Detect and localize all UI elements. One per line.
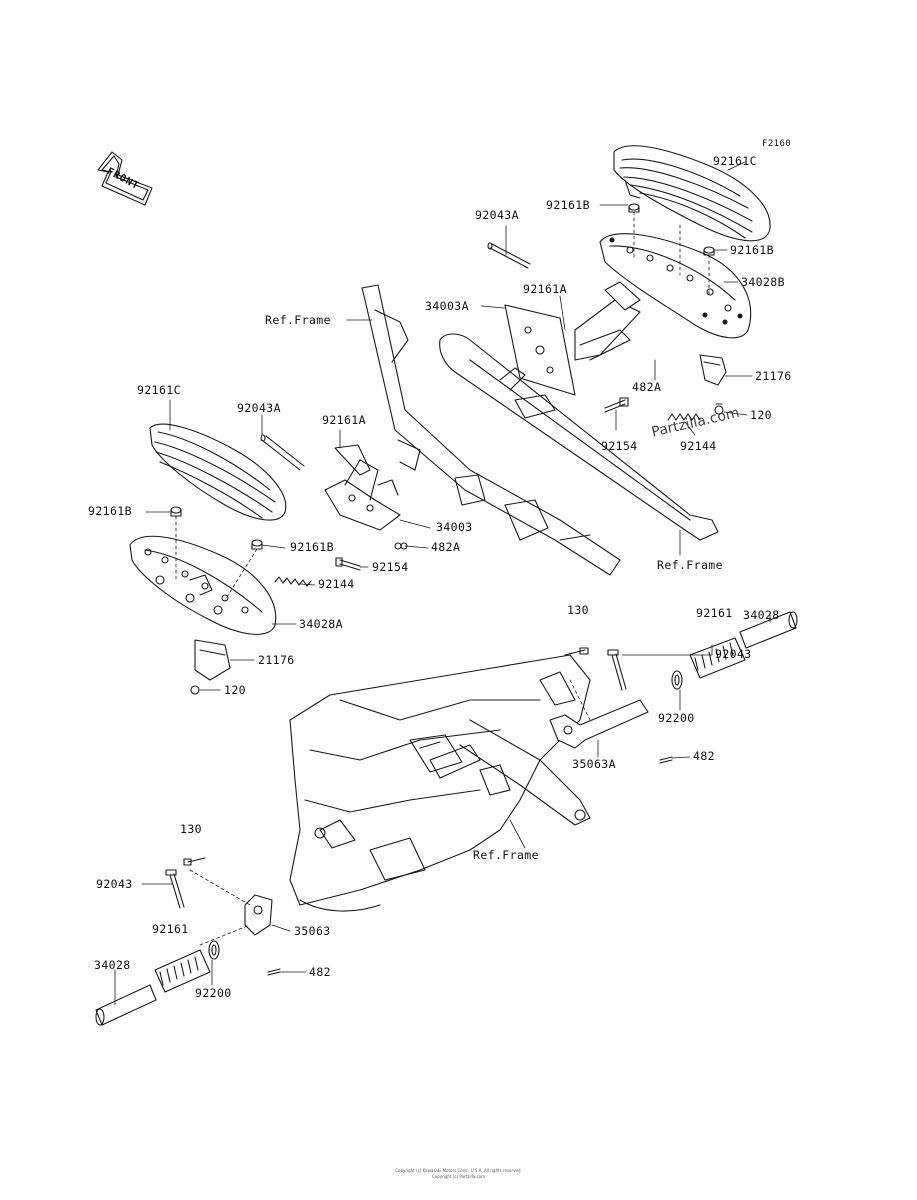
part-label-35063A: 35063A bbox=[572, 757, 616, 771]
right-pin-92043A bbox=[487, 242, 531, 269]
part-label-92161B-top: 92161B bbox=[546, 198, 590, 212]
part-label-92043-right: 92043 bbox=[715, 647, 752, 661]
front-arrow-icon bbox=[97, 151, 153, 206]
left-footpeg-holder-35063 bbox=[244, 894, 273, 936]
right-footpeg-holder-35063A bbox=[549, 699, 649, 749]
part-label-92161A-left: 92161A bbox=[322, 413, 366, 427]
right-spring-92144 bbox=[667, 413, 701, 421]
part-label-92161C-left: 92161C bbox=[137, 383, 181, 397]
left-bolt-92154 bbox=[335, 557, 361, 571]
part-label-482-left: 482 bbox=[309, 965, 331, 979]
part-label-92161C-right: 92161C bbox=[713, 154, 757, 168]
ref-frame-label-mid: Ref.Frame bbox=[657, 558, 723, 572]
part-label-92200-left: 92200 bbox=[195, 986, 232, 1000]
part-label-92154-left: 92154 bbox=[372, 560, 409, 574]
left-cotter-482 bbox=[267, 968, 281, 976]
right-bracket-21176 bbox=[699, 354, 727, 415]
center-frame-tube bbox=[361, 284, 621, 576]
right-bolt-130 bbox=[564, 647, 589, 656]
part-label-21176-left: 21176 bbox=[258, 653, 295, 667]
part-label-92161B-right: 92161B bbox=[730, 243, 774, 257]
part-label-92161B-left-b: 92161B bbox=[290, 540, 334, 554]
part-label-92043A-left: 92043A bbox=[237, 401, 281, 415]
part-label-482-right: 482 bbox=[693, 749, 715, 763]
part-label-35063: 35063 bbox=[294, 924, 331, 938]
part-label-92161B-left-a: 92161B bbox=[88, 504, 132, 518]
part-label-21176-right: 21176 bbox=[755, 369, 792, 383]
leader-lines bbox=[114, 161, 771, 1006]
part-label-34003: 34003 bbox=[436, 520, 473, 534]
part-label-130-left: 130 bbox=[180, 822, 202, 836]
part-label-92200-right: 92200 bbox=[658, 711, 695, 725]
copyright-footer: Copyright (c) Kawasaki Motors Corp., U.S… bbox=[0, 1168, 917, 1180]
part-label-92154-right: 92154 bbox=[601, 439, 638, 453]
right-washer-92200 bbox=[671, 670, 683, 690]
right-bolt-92154 bbox=[604, 397, 629, 413]
copyright-line-2: Copyright (c) Partzilla.com bbox=[431, 1174, 485, 1179]
part-label-92043A-right: 92043A bbox=[475, 208, 519, 222]
right-holder-34003A bbox=[504, 281, 641, 396]
left-spring-92144 bbox=[274, 576, 312, 587]
part-label-482A-right: 482A bbox=[632, 380, 662, 394]
left-pin-92043A bbox=[260, 434, 305, 471]
right-cotter-482 bbox=[659, 756, 673, 764]
part-label-482A-left: 482A bbox=[431, 540, 461, 554]
left-floorboard-pad bbox=[149, 423, 287, 521]
ref-frame-label-top: Ref.Frame bbox=[265, 313, 331, 327]
part-label-92161-right: 92161 bbox=[696, 606, 733, 620]
lower-main-frame bbox=[289, 654, 591, 912]
right-footpeg-rubber-92161 bbox=[689, 637, 746, 679]
left-holder-34003 bbox=[324, 444, 408, 550]
part-label-120-left: 120 bbox=[224, 683, 246, 697]
part-label-92144-right: 92144 bbox=[680, 439, 717, 453]
right-floorboard-pad bbox=[613, 145, 771, 242]
figure-code: F2160 bbox=[762, 139, 792, 149]
part-label-92043-left: 92043 bbox=[96, 877, 133, 891]
part-label-130-right: 130 bbox=[567, 603, 589, 617]
part-label-120-right: 120 bbox=[750, 408, 772, 422]
part-label-34028A: 34028A bbox=[299, 617, 343, 631]
right-pin-92043 bbox=[607, 649, 627, 691]
part-label-34028B: 34028B bbox=[741, 275, 785, 289]
right-footpeg-sleeve-34028 bbox=[739, 611, 798, 649]
part-label-92161A-right: 92161A bbox=[523, 282, 567, 296]
right-frame-rail bbox=[439, 333, 719, 541]
part-label-34003A: 34003A bbox=[425, 299, 469, 313]
left-footpeg-sleeve-34028 bbox=[95, 984, 157, 1026]
left-bolt-130 bbox=[183, 857, 206, 866]
right-floorboard-plate bbox=[599, 233, 752, 339]
left-bracket-21176 bbox=[190, 639, 231, 695]
part-label-34028-left: 34028 bbox=[94, 958, 131, 972]
part-label-92144-left: 92144 bbox=[318, 577, 355, 591]
part-label-34028-right: 34028 bbox=[743, 608, 780, 622]
copyright-line-1: Copyright (c) Kawasaki Motors Corp., U.S… bbox=[395, 1168, 522, 1173]
ref-frame-label-bottom: Ref.Frame bbox=[473, 848, 539, 862]
left-footpeg-rubber-92161 bbox=[154, 949, 211, 993]
left-floorboard-plate bbox=[129, 535, 277, 635]
part-label-92161-left: 92161 bbox=[152, 922, 189, 936]
left-pin-92043 bbox=[165, 869, 185, 909]
left-washer-92200 bbox=[208, 940, 220, 960]
